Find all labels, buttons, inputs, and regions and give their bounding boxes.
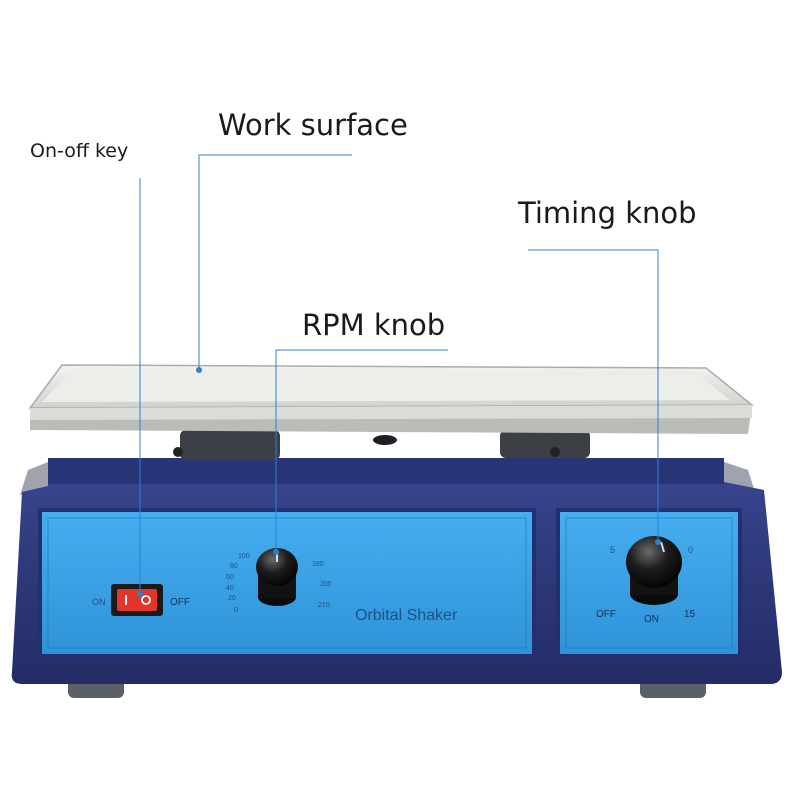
on-off-key-marker bbox=[137, 591, 143, 597]
switch-off-text: OFF bbox=[170, 597, 190, 608]
leader-lines bbox=[139, 154, 659, 594]
rpm-knob[interactable] bbox=[256, 548, 298, 606]
rpm-knob-leader bbox=[275, 349, 448, 552]
rpm-knob-marker bbox=[273, 549, 279, 555]
rpm-knob-label: RPM knob bbox=[302, 308, 446, 342]
housing-side-left bbox=[20, 462, 48, 495]
svg-text:180: 180 bbox=[312, 561, 324, 568]
timing-knob-label: Timing knob bbox=[518, 196, 697, 230]
drive-mechanism-right bbox=[500, 430, 590, 458]
svg-text:80: 80 bbox=[230, 563, 238, 570]
svg-text:100: 100 bbox=[238, 553, 250, 560]
work-surface-leader bbox=[198, 154, 352, 370]
on-off-key-label: On-off key bbox=[30, 140, 129, 162]
work-surface-label: Work surface bbox=[218, 108, 408, 142]
svg-text:15: 15 bbox=[684, 609, 696, 620]
timing-knob[interactable] bbox=[626, 536, 682, 605]
svg-text:5: 5 bbox=[610, 545, 615, 555]
svg-text:0: 0 bbox=[234, 607, 238, 614]
svg-text:60: 60 bbox=[226, 574, 234, 581]
upper-housing bbox=[48, 458, 724, 484]
svg-text:200: 200 bbox=[320, 581, 332, 588]
product-name: Orbital Shaker bbox=[355, 607, 458, 624]
timer-scale: 5 0 OFF ON 15 bbox=[596, 545, 696, 625]
svg-text:40: 40 bbox=[226, 585, 234, 592]
on-off-switch[interactable] bbox=[111, 584, 163, 616]
drive-mechanism-left bbox=[180, 430, 280, 460]
timing-knob-leader bbox=[528, 249, 659, 542]
svg-text:20: 20 bbox=[228, 595, 236, 602]
svg-text:210: 210 bbox=[318, 602, 330, 609]
rpm-scale: 0 20 40 60 80 100 180 200 210 bbox=[226, 553, 332, 614]
svg-text:0: 0 bbox=[688, 545, 693, 555]
svg-text:OFF: OFF bbox=[596, 609, 616, 620]
work-surface-marker bbox=[196, 367, 202, 373]
center-hole bbox=[373, 435, 397, 445]
timing-knob-marker bbox=[655, 539, 661, 545]
switch-on-text: ON bbox=[92, 597, 106, 607]
svg-text:ON: ON bbox=[644, 614, 659, 625]
tray-inner bbox=[42, 372, 730, 402]
